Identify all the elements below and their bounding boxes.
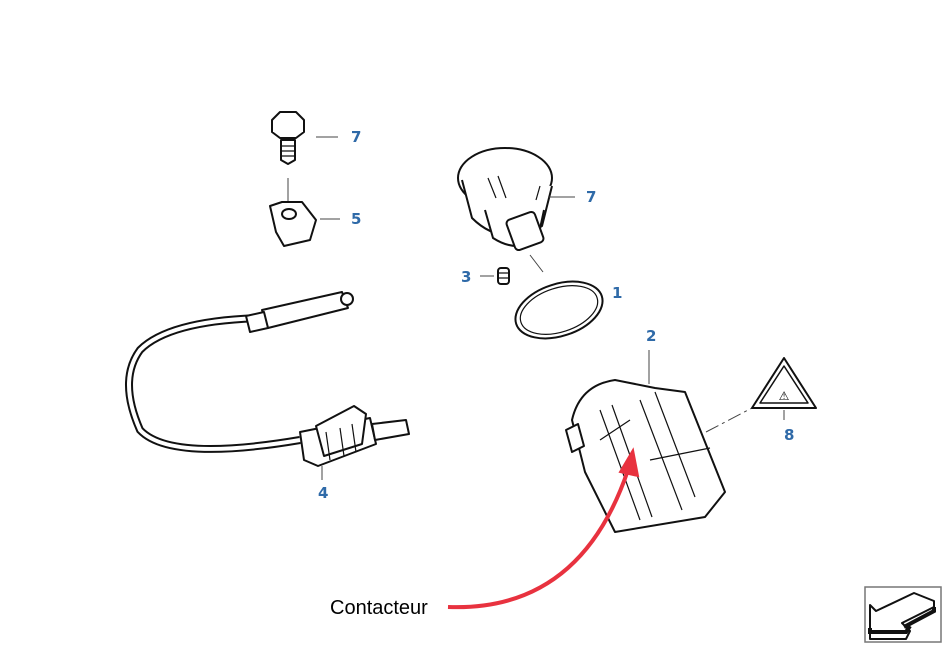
part-label-6: 7 (351, 128, 361, 146)
part-label-1: 1 (612, 284, 622, 302)
part-label-8: 8 (784, 426, 794, 444)
warning-symbol-icon: ⚠ (779, 389, 790, 403)
callout-arrow (447, 447, 640, 610)
warning-label-part-8: ⚠ 8 (751, 357, 817, 444)
callout-label: Contacteur (330, 597, 428, 619)
lock-cylinder-part-7: 7 (457, 147, 596, 273)
set-screw-part-3: 3 (461, 267, 510, 286)
part-label-2: 2 (646, 327, 656, 345)
o-ring-part-1: 1 (514, 280, 622, 340)
part-label-4: 4 (318, 484, 328, 502)
bolt-part-6: 7 (271, 111, 361, 165)
part-label-7: 7 (586, 188, 596, 206)
cable-part-4: 4 (125, 291, 410, 502)
back-arrow-button[interactable] (864, 586, 942, 643)
switch-part-2: 2 (565, 327, 753, 533)
part-label-3: 3 (461, 268, 471, 286)
clamp-part-5: 5 (269, 201, 361, 247)
back-arrow-icon (869, 592, 935, 640)
part-label-5: 5 (351, 210, 361, 228)
